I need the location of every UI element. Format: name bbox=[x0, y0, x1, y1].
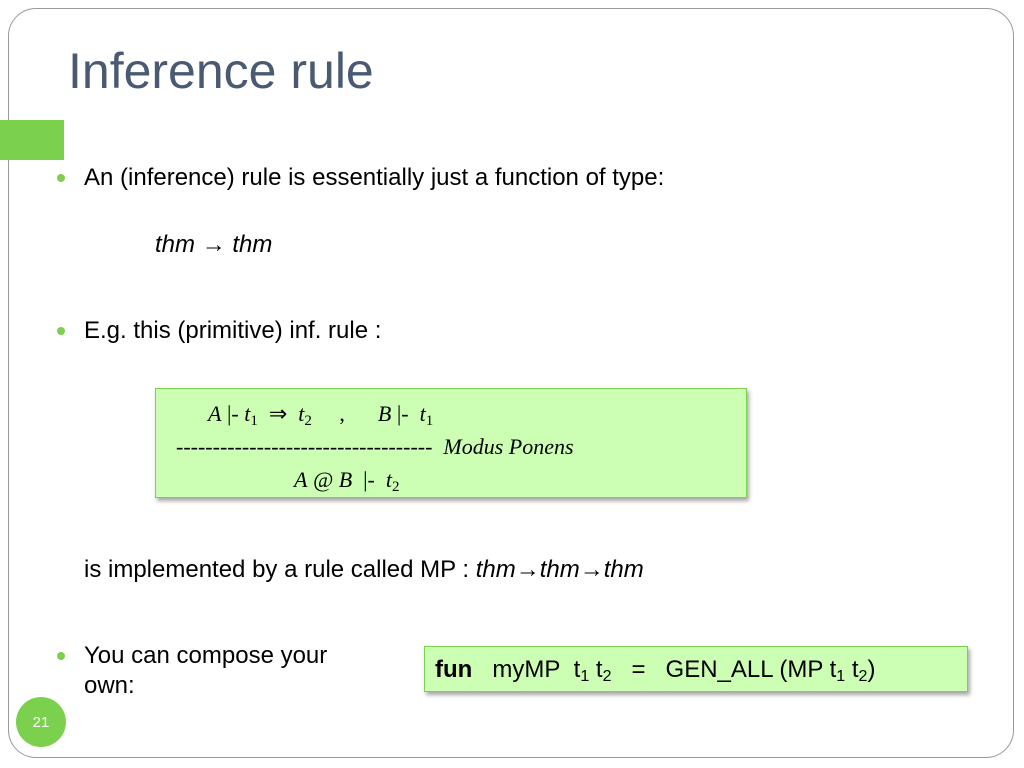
modus-ponens-box: A |- t1 ⇒ t2 , B |- t1 -----------------… bbox=[155, 388, 747, 498]
code-equals: = bbox=[631, 656, 646, 683]
code-arg-2: t bbox=[595, 656, 603, 683]
premise-turnstile: |- bbox=[226, 401, 239, 426]
conclusion-b: B bbox=[338, 467, 353, 492]
bullet-dot bbox=[57, 652, 65, 660]
slide-frame bbox=[8, 8, 1014, 758]
bullet-3-line-1: You can compose your bbox=[84, 642, 328, 669]
implementation-text: is implemented by a rule called MP : thm… bbox=[84, 555, 644, 585]
code-body-start: GEN_ALL (MP t bbox=[665, 656, 837, 683]
conclusion-t: t bbox=[385, 467, 393, 492]
bullet-3-line-2: own: bbox=[84, 672, 135, 699]
code-body-mid: t bbox=[845, 656, 859, 683]
premise-t3: t bbox=[419, 401, 426, 426]
bullet-1-text: An (inference) rule is essentially just … bbox=[84, 164, 665, 191]
bullet-dot bbox=[57, 327, 65, 335]
rule-name: Modus Ponens bbox=[443, 434, 574, 459]
code-body-sub-1: 1 bbox=[836, 668, 846, 685]
page-number-badge: 21 bbox=[16, 697, 66, 747]
type-left: thm bbox=[155, 231, 196, 258]
premise-b: B bbox=[377, 401, 392, 426]
code-body-end: ) bbox=[867, 656, 876, 683]
rule-separator-line: ----------------------------------- Modu… bbox=[176, 434, 574, 460]
code-arg-2-sub: 2 bbox=[602, 668, 612, 685]
implies-symbol: ⇒ bbox=[268, 401, 288, 426]
title-accent-bar bbox=[0, 120, 64, 160]
premise-t1-sub: 1 bbox=[250, 413, 258, 429]
arrow-symbol: → bbox=[201, 232, 226, 258]
premise-a: A bbox=[208, 401, 222, 426]
premise-turnstile-2: |- bbox=[396, 401, 409, 426]
bullet-2-text: E.g. this (primitive) inf. rule : bbox=[84, 317, 382, 344]
conclusion-turnstile: |- bbox=[363, 467, 375, 492]
premise-t1: t bbox=[244, 401, 251, 426]
premise-t3-sub: 1 bbox=[425, 413, 434, 429]
rule-conclusion: A @ B |- t2 bbox=[294, 467, 400, 495]
rule-separator: ----------------------------------- bbox=[176, 434, 433, 459]
premise-comma: , bbox=[339, 401, 345, 426]
bullet-dot bbox=[57, 174, 65, 182]
conclusion-at: @ bbox=[312, 467, 334, 492]
implementation-prefix: is implemented by a rule called MP : bbox=[84, 556, 476, 583]
code-box: fun myMP t1 t2 = GEN_ALL (MP t1 t2) bbox=[424, 646, 968, 692]
conclusion-a: A bbox=[294, 467, 308, 492]
code-body-sub-2: 2 bbox=[858, 668, 868, 685]
slide-title: Inference rule bbox=[68, 43, 374, 99]
code-arg-1-sub: 1 bbox=[580, 668, 590, 685]
rule-premise: A |- t1 ⇒ t2 , B |- t1 bbox=[208, 401, 434, 429]
code-arg-1: t bbox=[573, 656, 581, 683]
mp-type: thm→thm→thm bbox=[475, 556, 644, 583]
bullet-3-text: You can compose your own: bbox=[84, 641, 327, 701]
code-function-name: myMP bbox=[492, 656, 561, 683]
type-right: thm bbox=[232, 231, 273, 258]
type-expression: thm → thm bbox=[155, 230, 272, 260]
code-keyword: fun bbox=[435, 656, 473, 683]
conclusion-t-sub: 2 bbox=[392, 479, 400, 495]
premise-t2: t bbox=[298, 401, 305, 426]
premise-t2-sub: 2 bbox=[304, 413, 312, 429]
